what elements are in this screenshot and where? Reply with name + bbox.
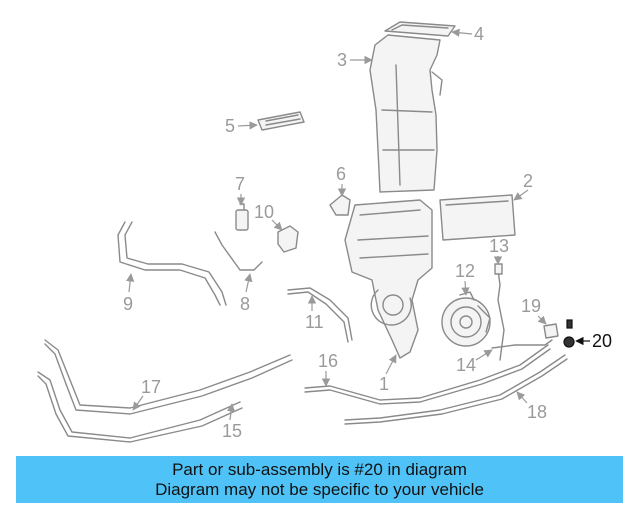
callout-18: 18 xyxy=(516,391,547,422)
part-7-sensor xyxy=(235,203,249,231)
svg-text:5: 5 xyxy=(225,116,235,136)
svg-text:6: 6 xyxy=(336,164,346,184)
parts-diagram: 1 2 3 4 5 6 7 8 9 10 11 12 xyxy=(37,21,612,443)
info-banner: Part or sub-assembly is #20 in diagram D… xyxy=(16,456,623,503)
part-12-blower xyxy=(441,291,491,347)
svg-text:16: 16 xyxy=(318,351,338,371)
svg-text:20: 20 xyxy=(592,331,612,351)
callout-9: 9 xyxy=(123,273,135,314)
part-1-housing xyxy=(344,199,433,359)
callout-4: 4 xyxy=(451,24,484,44)
svg-text:8: 8 xyxy=(240,294,250,314)
svg-text:11: 11 xyxy=(305,312,324,332)
banner-line-1: Part or sub-assembly is #20 in diagram xyxy=(172,459,467,479)
callout-17: 17 xyxy=(132,377,161,411)
part-18-line xyxy=(344,354,568,425)
callout-6: 6 xyxy=(336,164,347,197)
svg-text:4: 4 xyxy=(474,24,484,44)
callout-3: 3 xyxy=(337,50,373,70)
callout-12: 12 xyxy=(455,261,475,296)
callout-16: 16 xyxy=(318,351,338,387)
svg-text:7: 7 xyxy=(235,174,245,194)
part-2-filter xyxy=(439,194,516,241)
callout-11: 11 xyxy=(305,295,324,332)
callout-13: 13 xyxy=(489,236,509,265)
svg-text:15: 15 xyxy=(222,421,242,441)
callout-1: 1 xyxy=(379,354,397,394)
part-8-pipe xyxy=(214,231,263,271)
callout-7: 7 xyxy=(235,174,246,206)
part-20-fastener xyxy=(563,319,575,348)
svg-text:18: 18 xyxy=(527,402,547,422)
part-6-bracket xyxy=(329,194,351,216)
svg-text:2: 2 xyxy=(523,171,533,191)
callout-5: 5 xyxy=(225,116,258,136)
callout-14: 14 xyxy=(456,349,493,375)
svg-text:17: 17 xyxy=(141,377,161,397)
svg-text:19: 19 xyxy=(521,296,541,316)
callout-20: 20 xyxy=(575,331,612,351)
svg-text:13: 13 xyxy=(489,236,509,256)
svg-text:9: 9 xyxy=(123,294,133,314)
part-3-air-duct xyxy=(369,34,443,193)
callout-10: 10 xyxy=(254,202,283,231)
part-15-pipe xyxy=(37,371,243,443)
callout-2: 2 xyxy=(513,171,533,201)
svg-text:10: 10 xyxy=(254,202,274,222)
svg-text:3: 3 xyxy=(337,50,347,70)
part-9-pipe xyxy=(117,221,227,306)
part-16-line xyxy=(304,344,551,405)
callout-15: 15 xyxy=(222,403,242,441)
part-4-cover xyxy=(384,21,456,37)
part-5-vent xyxy=(257,111,305,131)
part-11-hose xyxy=(287,287,353,343)
part-17-pipe xyxy=(44,339,293,415)
svg-text:14: 14 xyxy=(456,355,476,375)
svg-text:1: 1 xyxy=(379,374,389,394)
part-10-actuator xyxy=(277,225,299,253)
callout-19: 19 xyxy=(521,296,547,325)
callout-8: 8 xyxy=(240,273,253,314)
part-13-rod xyxy=(494,263,505,361)
part-19-fitting xyxy=(543,323,559,339)
svg-text:12: 12 xyxy=(455,261,475,281)
part-14-line xyxy=(491,339,553,349)
banner-line-2: Diagram may not be specific to your vehi… xyxy=(155,479,484,499)
